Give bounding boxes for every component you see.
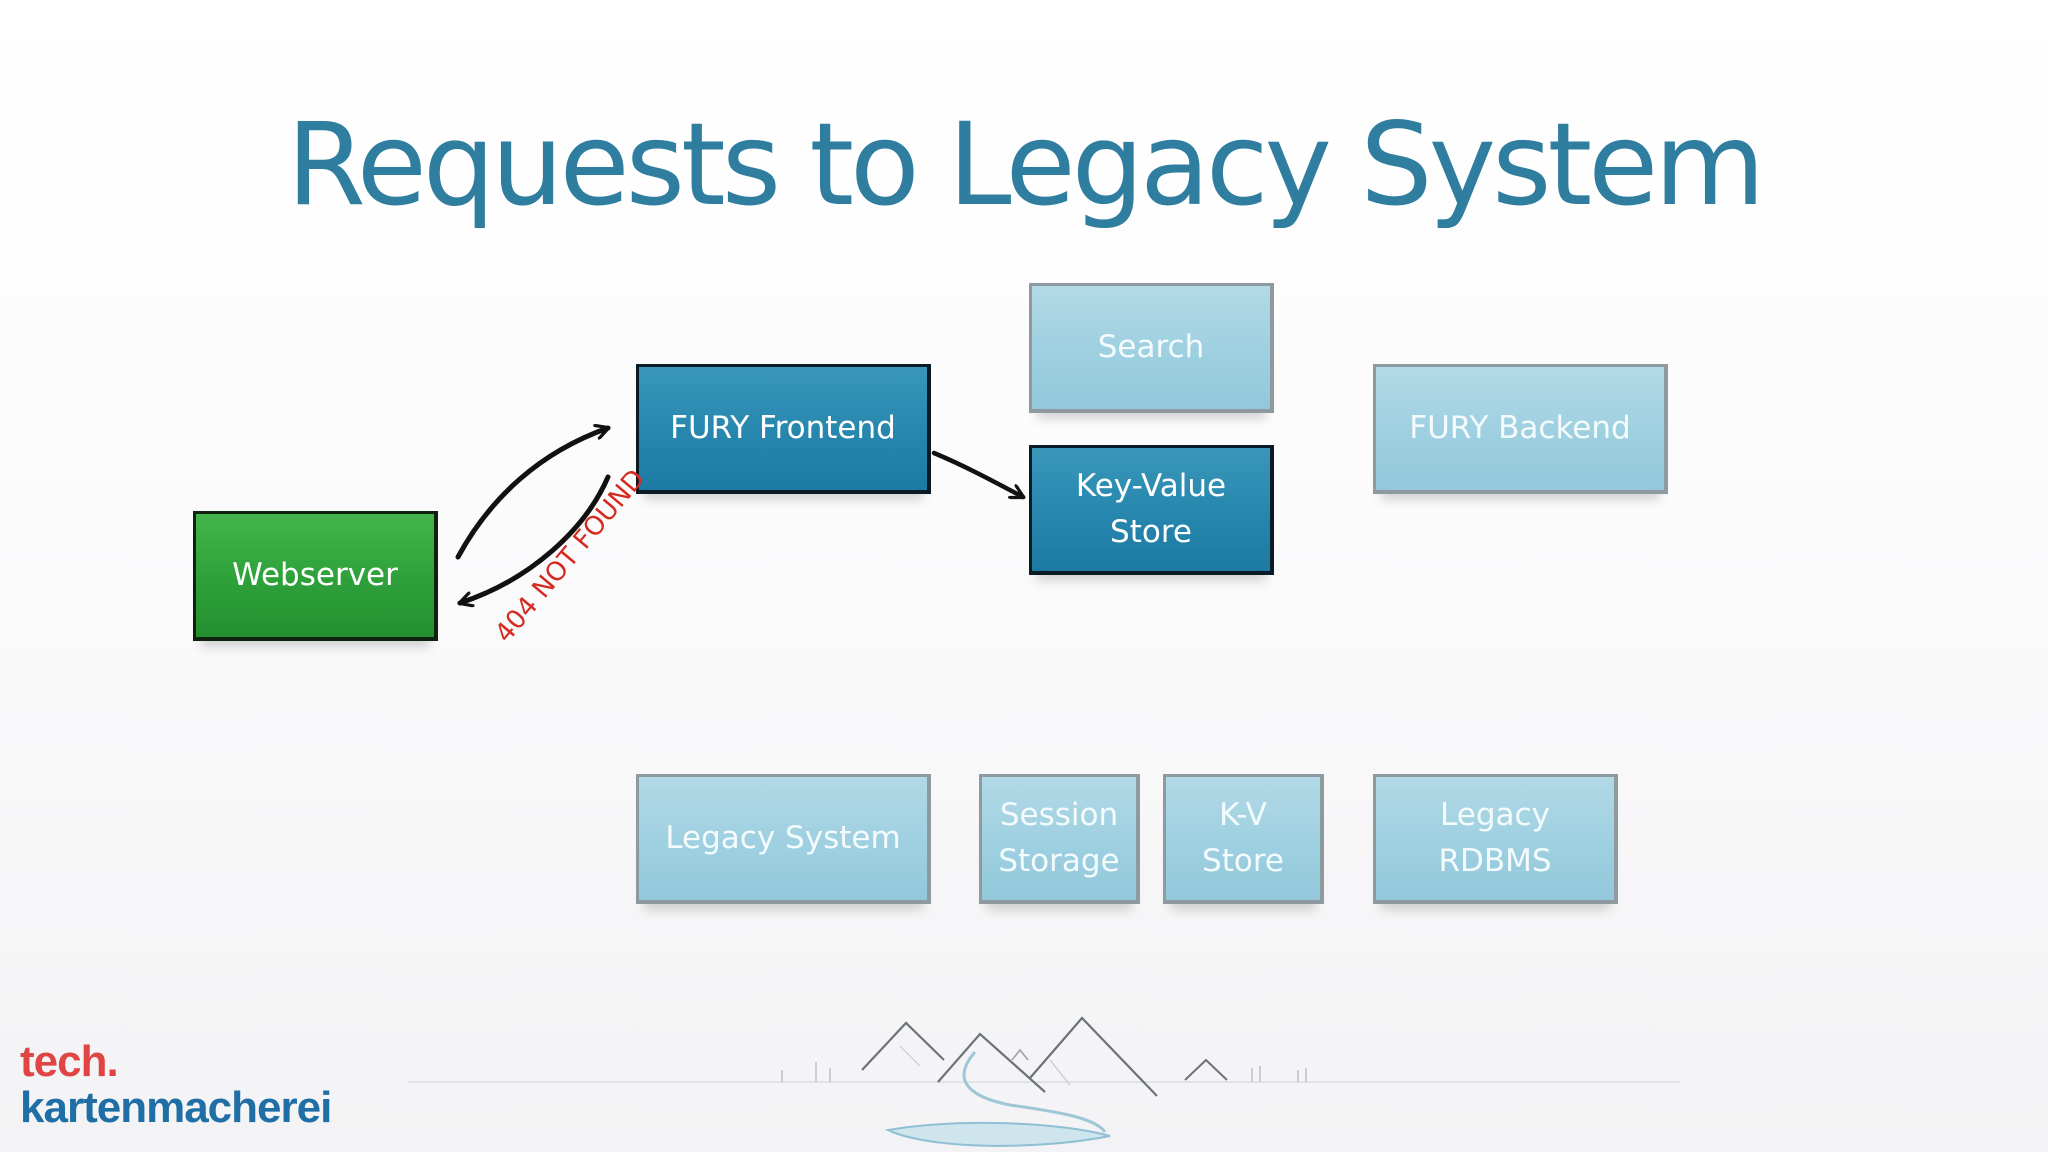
legacy-rdbms-node: Legacy RDBMS xyxy=(1373,774,1618,904)
legacy-rdbms-label: Legacy RDBMS xyxy=(1438,796,1552,879)
fury-frontend-label: FURY Frontend xyxy=(670,409,896,446)
kv-store-label: K-V Store xyxy=(1202,796,1284,879)
search-label: Search xyxy=(1097,328,1205,365)
logo-tech: tech. xyxy=(20,1037,119,1086)
lookup-arrow xyxy=(931,450,1023,500)
mountain-landscape-icon xyxy=(408,1016,1680,1147)
webserver-node: Webserver xyxy=(193,511,438,641)
legacy-system-node: Legacy System xyxy=(636,774,931,904)
response-arrow xyxy=(460,474,611,603)
request-arrow xyxy=(455,428,608,560)
not-found-annotation: 404 NOT FOUND xyxy=(489,464,651,649)
search-node: Search xyxy=(1029,283,1274,413)
session-storage-label: Session Storage xyxy=(998,796,1120,879)
fury-backend-label: FURY Backend xyxy=(1409,409,1631,446)
kv-store-node: K-V Store xyxy=(1163,774,1324,904)
fury-backend-node: FURY Backend xyxy=(1373,364,1668,494)
key-value-store-node: Key-Value Store xyxy=(1029,445,1274,575)
webserver-label: Webserver xyxy=(232,556,398,593)
session-storage-node: Session Storage xyxy=(979,774,1140,904)
fury-frontend-node: FURY Frontend xyxy=(636,364,931,494)
logo-kartenmacherei: kartenmacherei xyxy=(20,1083,332,1132)
legacy-system-label: Legacy System xyxy=(665,819,901,856)
key-value-store-label: Key-Value Store xyxy=(1075,467,1227,550)
slide-title: Requests to Legacy System xyxy=(286,98,1766,231)
